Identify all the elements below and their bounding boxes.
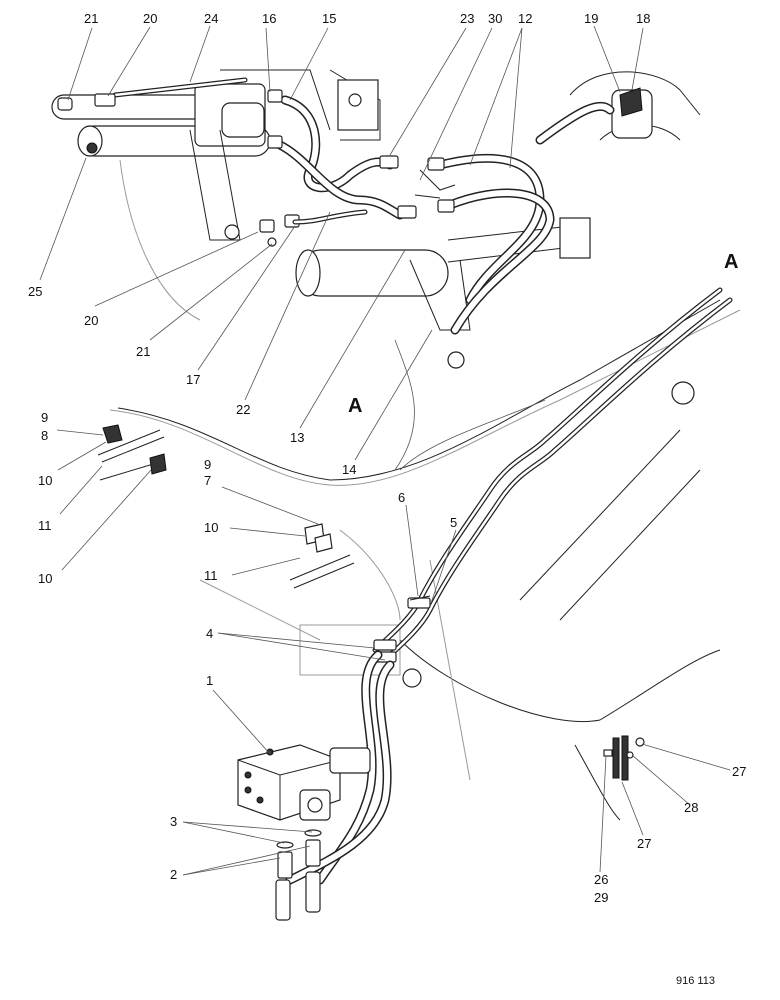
- callout-28: 28: [684, 800, 698, 815]
- callout-2: 2: [170, 867, 177, 882]
- callout-19: 19: [584, 11, 598, 26]
- control-valve: [237, 744, 371, 921]
- callout-20-top: 20: [143, 11, 157, 26]
- steel-pipes: [372, 287, 733, 663]
- lower-hoses: [285, 650, 395, 885]
- callout-21-mid: 21: [136, 344, 150, 359]
- callout-9-mid: 9: [204, 457, 211, 472]
- clamp-parts: [97, 424, 431, 601]
- callout-1: 1: [206, 673, 213, 688]
- machine-frame: [109, 159, 741, 821]
- callout-4: 4: [206, 626, 213, 641]
- callouts: 21 20 24 16 15 23 30 12 19 18 25 20 21 1…: [28, 11, 746, 905]
- callout-9-left: 9: [41, 410, 48, 425]
- callout-18: 18: [636, 11, 650, 26]
- callout-27-low: 27: [637, 836, 651, 851]
- callout-26: 26: [594, 872, 608, 887]
- callout-30: 30: [488, 11, 502, 26]
- section-label-a-left: A: [348, 395, 362, 417]
- callout-17: 17: [186, 372, 200, 387]
- callout-13: 13: [290, 430, 304, 445]
- callout-25: 25: [28, 284, 42, 299]
- callout-15: 15: [322, 11, 336, 26]
- upper-hoses: [57, 89, 615, 335]
- callout-27-right: 27: [732, 764, 746, 779]
- callout-11-left: 11: [38, 518, 52, 533]
- figure-id: 916 113: [676, 975, 715, 987]
- callout-6: 6: [398, 490, 405, 505]
- callout-23: 23: [460, 11, 474, 26]
- callout-8: 8: [41, 428, 48, 443]
- callout-7: 7: [204, 473, 211, 488]
- callout-5: 5: [450, 515, 457, 530]
- callout-16: 16: [262, 11, 276, 26]
- upper-lift-assembly: [51, 69, 701, 369]
- section-label-a-right: A: [724, 251, 738, 273]
- callout-10-mid: 10: [204, 520, 218, 535]
- callout-29: 29: [594, 890, 608, 905]
- leader-lines: [39, 25, 731, 876]
- callout-21-top: 21: [84, 11, 98, 26]
- callout-11-mid: 11: [204, 568, 218, 583]
- bracket-parts: [603, 735, 645, 781]
- callout-10-left-a: 10: [38, 473, 52, 488]
- callout-12: 12: [518, 11, 532, 26]
- callout-3: 3: [170, 814, 177, 829]
- callout-20-mid: 20: [84, 313, 98, 328]
- callout-22: 22: [236, 402, 250, 417]
- callout-24: 24: [204, 11, 218, 26]
- callout-10-left-b: 10: [38, 571, 52, 586]
- callout-14: 14: [342, 462, 356, 477]
